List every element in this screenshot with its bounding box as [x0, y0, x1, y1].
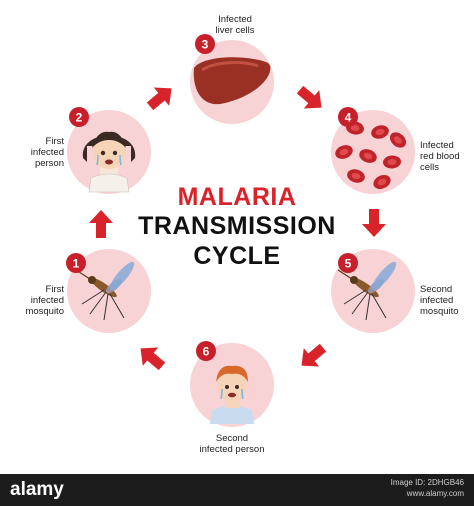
step-3-badge [195, 34, 215, 54]
title-malaria: MALARIA [177, 183, 297, 211]
step-3-number: 3 [202, 38, 209, 52]
sick-boy-icon [210, 365, 254, 424]
step-3-label: Infected liver cells [215, 14, 255, 36]
step-1-number: 1 [73, 257, 80, 271]
step-5-badge [338, 253, 358, 273]
arrow-5-to-6 [293, 338, 331, 375]
step-5-label: Second infected mosquito [420, 284, 459, 317]
step-6-label: Second infected person [199, 433, 265, 455]
arrow-2-to-3 [142, 79, 180, 116]
step-6-badge [196, 341, 216, 361]
step-1-badge [66, 253, 86, 273]
title-transmission: TRANSMISSION [138, 212, 336, 240]
arrow-3-to-4 [292, 80, 330, 117]
step-4-label: Infected red blood cells [420, 140, 460, 173]
arrow-6-to-1 [132, 339, 170, 376]
step-5-number: 5 [345, 257, 352, 271]
step-6-number: 6 [203, 345, 210, 359]
step-4-badge [338, 107, 358, 127]
image-meta: Image ID: 2DHGB46 www.alamy.com [390, 478, 464, 498]
watermark-bar: alamy Image ID: 2DHGB46 www.alamy.com [0, 474, 474, 506]
liver-icon [193, 57, 271, 105]
step-1-label: First infected mosquito [25, 284, 64, 317]
step-2-label: First infected person [30, 136, 64, 169]
alamy-logo: alamy [10, 479, 64, 500]
title-cycle: CYCLE [193, 242, 281, 270]
sick-girl-icon [82, 131, 136, 193]
step-4-number: 4 [345, 111, 352, 125]
step-2-badge [69, 107, 89, 127]
step-2-number: 2 [76, 111, 83, 125]
